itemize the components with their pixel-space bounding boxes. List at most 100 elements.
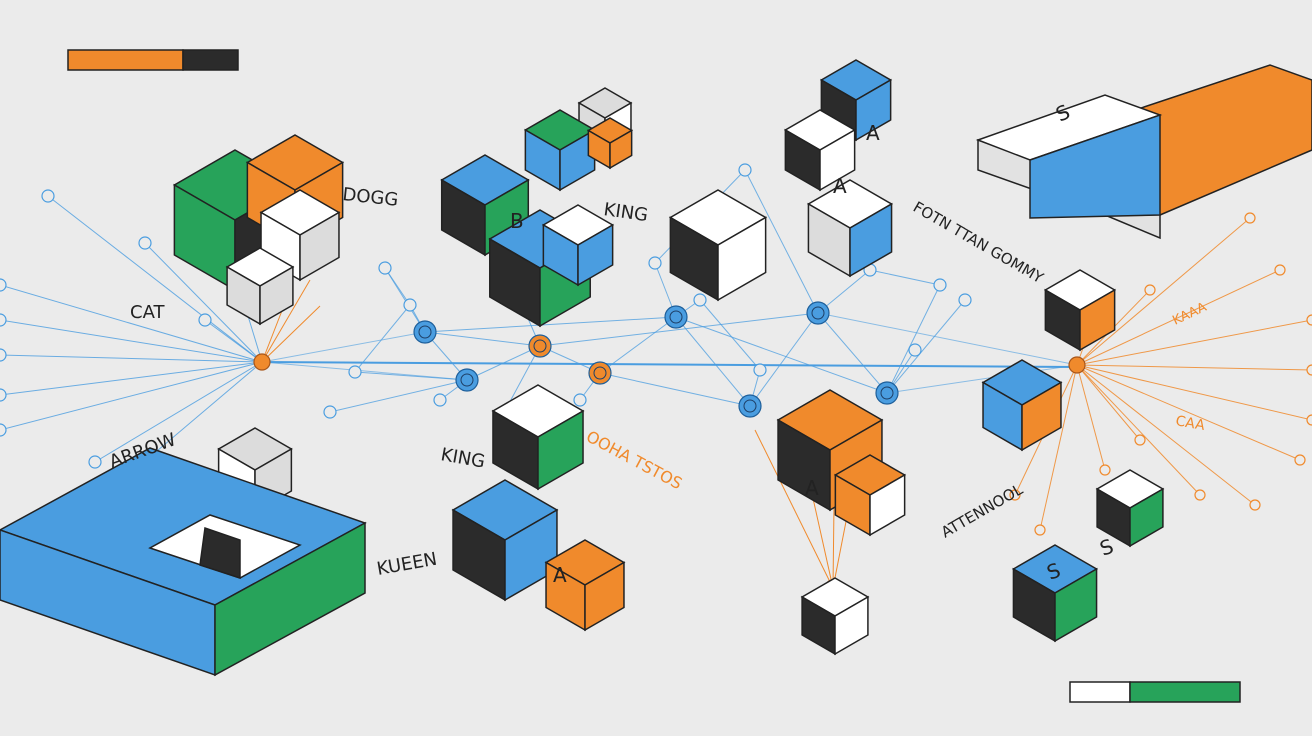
right-fan-line: [1076, 364, 1256, 506]
small-node: [0, 388, 7, 402]
hub-link: [817, 312, 1078, 366]
left-orange-ray: [261, 279, 311, 363]
mesh-link: [675, 316, 751, 407]
cube-kueen-orange: [544, 539, 626, 632]
mesh-node: [588, 361, 612, 385]
cube-bottom-white-right: [834, 595, 869, 656]
cube-s-black-right: [1129, 487, 1164, 548]
cube-a-white: [783, 109, 857, 192]
slab-bottom-left: [0, 447, 367, 677]
small-node: [648, 256, 662, 270]
small-node: [138, 236, 152, 250]
right-fan-line: [1076, 364, 1312, 421]
small-node-orange: [1274, 264, 1286, 276]
label-vertical-word: FOTN TTAN GOMMY: [910, 198, 1047, 288]
label-attention: ATTENNOOL: [938, 480, 1026, 541]
cube-a-orange2: [833, 454, 907, 537]
left-fan-line: [0, 284, 263, 363]
cube-tri-white: [806, 179, 894, 278]
label-king-mid: KING: [439, 444, 487, 472]
cube-cat-white-right: [259, 265, 294, 326]
mesh-node: [875, 381, 899, 405]
mesh-link: [599, 372, 751, 407]
small-node-orange: [1009, 489, 1021, 501]
left-fan-line: [94, 361, 263, 463]
mesh-link: [749, 312, 819, 407]
mesh-node: [413, 320, 437, 344]
cube-dogg-white-right: [299, 211, 340, 282]
mesh-node: [528, 334, 552, 358]
mesh-node-ring: [880, 386, 894, 400]
label-orange-right-top: KAAA: [1170, 300, 1209, 329]
mesh-node-ring: [418, 325, 432, 339]
small-node-orange: [1249, 499, 1261, 511]
cube-top-green-right: [559, 128, 596, 192]
cube-mid-white2: [541, 204, 615, 287]
small-node: [958, 293, 972, 307]
cube-right-blue: [981, 359, 1063, 452]
cube-dogg-white: [259, 189, 341, 282]
small-node-orange: [1294, 454, 1306, 466]
cube-tri-white-right: [849, 202, 893, 278]
cube-top-orange: [586, 117, 634, 170]
right-fan-line: [1076, 364, 1201, 496]
small-node-orange: [1244, 212, 1256, 224]
mesh-node-ring: [811, 306, 825, 320]
small-node: [348, 365, 362, 379]
small-node: [323, 405, 337, 419]
mesh-node: [664, 305, 688, 329]
small-node: [693, 293, 707, 307]
small-node-orange: [1134, 434, 1146, 446]
right-fan-line: [1076, 269, 1281, 366]
right-fan-line: [1039, 364, 1078, 531]
cube-right-orange: [1043, 269, 1117, 352]
small-node: [378, 261, 392, 275]
mesh-link: [886, 299, 966, 394]
cube-king-white-right: [537, 409, 584, 491]
label-king-top: KING: [602, 199, 649, 226]
small-node: [908, 343, 922, 357]
mesh-node-ring: [743, 399, 757, 413]
small-node-orange: [1034, 524, 1046, 536]
left-fan-line: [0, 354, 263, 363]
right-fan-line: [1076, 319, 1312, 366]
slab-top-right: [975, 64, 1312, 240]
mesh-link: [817, 312, 888, 394]
small-node-orange: [1306, 414, 1312, 426]
mesh-link: [699, 299, 761, 371]
mesh-link: [886, 284, 941, 394]
small-node: [403, 298, 417, 312]
drop-line: [754, 429, 834, 589]
cube-kueen-blue: [451, 479, 559, 602]
bottom-right-bar: [1069, 681, 1241, 703]
left-fan-line: [0, 361, 263, 396]
cube-kueen-orange-right: [584, 561, 625, 632]
small-node: [0, 348, 7, 362]
label-orange-mid: OOHA TSTOS: [583, 427, 685, 493]
mesh-link: [675, 316, 888, 394]
network-nodes: [0, 163, 1312, 597]
small-node-orange: [1144, 284, 1156, 296]
left-fan-line: [0, 319, 263, 363]
cube-mid-white2-right: [577, 223, 614, 287]
hub-link: [261, 331, 426, 363]
mesh-node: [738, 394, 762, 418]
small-node: [0, 278, 7, 292]
cube-right-orange-right: [1079, 288, 1116, 352]
right-fan-line: [1076, 364, 1141, 441]
right-fan-line: [1076, 364, 1106, 471]
cube-a-white-right: [819, 128, 856, 192]
cube-top-orange-right: [609, 129, 633, 170]
mesh-node: [455, 368, 479, 392]
glyph-b: B: [510, 209, 524, 233]
cube-s-blue: [1011, 544, 1099, 643]
hub-link: [261, 361, 468, 381]
small-node: [753, 363, 767, 377]
mesh-link: [384, 267, 411, 306]
mesh-link: [329, 379, 468, 413]
left-fan-line: [0, 361, 263, 431]
glyph-a-bottom: A: [553, 563, 567, 587]
mesh-node: [806, 301, 830, 325]
left-fan-line: [204, 319, 263, 363]
